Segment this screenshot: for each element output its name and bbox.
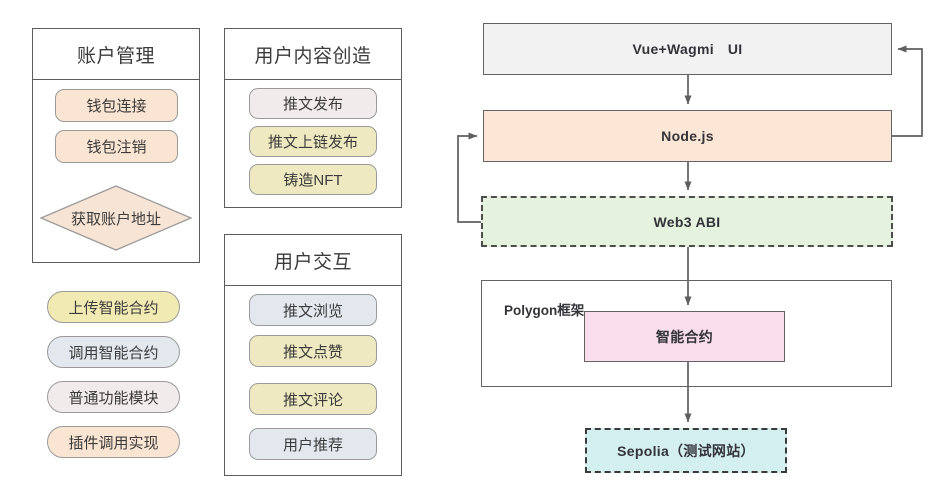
node-mint-nft[interactable]: 铸造NFT xyxy=(249,164,377,195)
node-tweet-onchain-publish[interactable]: 推文上链发布 xyxy=(249,126,377,157)
panel-content-creation-title: 用户内容创造 xyxy=(225,29,401,80)
node-tweet-publish[interactable]: 推文发布 xyxy=(249,88,377,119)
legend-pill-plugin-call[interactable]: 插件调用实现 xyxy=(47,426,180,458)
arch-layer-ui-label-secondary: UI xyxy=(727,41,743,57)
arch-layer-server[interactable]: Node.js xyxy=(483,110,892,162)
arrow-server-back-to-ui xyxy=(892,45,923,137)
node-user-recommend[interactable]: 用户推荐 xyxy=(249,428,377,460)
diamond-shape-icon xyxy=(40,185,192,251)
arch-layer-ui[interactable]: Vue+Wagmi UI xyxy=(483,23,892,75)
legend-pill-call-contract[interactable]: 调用智能合约 xyxy=(47,336,180,368)
arch-node-sepolia-network[interactable]: Sepolia（测试网站） xyxy=(585,428,787,473)
arch-container-polygon-label: Polygon框架 xyxy=(504,303,585,318)
arch-layer-web3-abi[interactable]: Web3 ABI xyxy=(481,196,893,247)
arrow-abi-back-to-server xyxy=(457,132,481,223)
node-tweet-like[interactable]: 推文点赞 xyxy=(249,335,377,367)
node-get-account-address[interactable]: 获取账户地址 xyxy=(40,185,192,251)
legend-pill-common-module[interactable]: 普通功能模块 xyxy=(47,381,180,413)
legend-pill-upload-contract[interactable]: 上传智能合约 xyxy=(47,291,180,323)
node-tweet-browse[interactable]: 推文浏览 xyxy=(249,294,377,326)
node-wallet-logout[interactable]: 钱包注销 xyxy=(55,130,178,163)
node-tweet-comment[interactable]: 推文评论 xyxy=(249,383,377,415)
arch-layer-ui-label-main: Vue+Wagmi xyxy=(632,41,714,57)
arch-node-smart-contract[interactable]: 智能合约 xyxy=(584,311,785,362)
node-wallet-connect[interactable]: 钱包连接 xyxy=(55,89,178,122)
panel-account-management-title: 账户管理 xyxy=(33,29,199,80)
node-get-account-address-label: 获取账户地址 xyxy=(70,210,161,228)
panel-user-interaction-title: 用户交互 xyxy=(225,235,401,286)
